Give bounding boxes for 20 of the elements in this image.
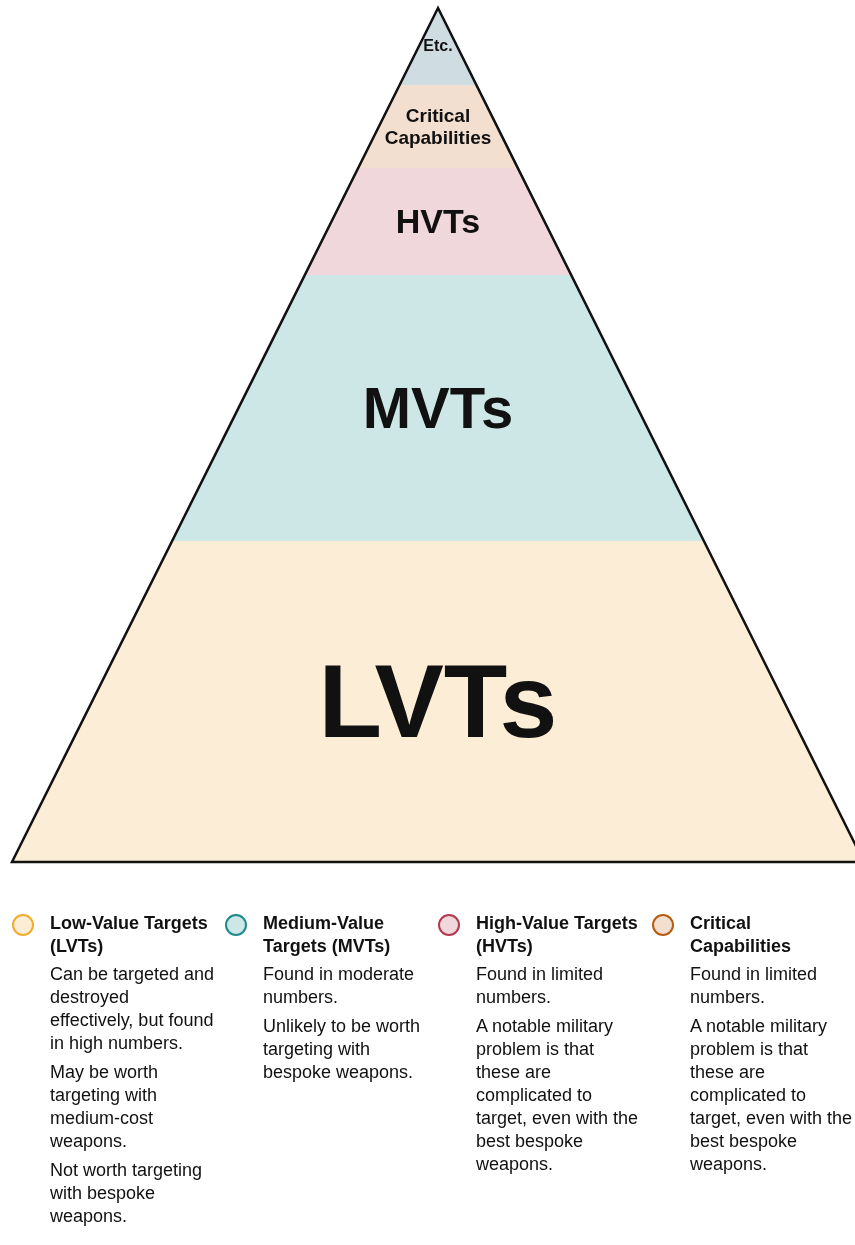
legend-description: Not worth targeting with bespoke weapons.: [50, 1159, 204, 1228]
legend-title: High-Value Targets (HVTs): [476, 912, 639, 958]
tier-label: HVTs: [395, 201, 481, 242]
legend-description: A notable military problem is that these are complicated to target, even with the best bespoke weapons.: [690, 1015, 854, 1176]
legend-title: Medium-Value Targets (MVTs): [263, 912, 392, 958]
legend-description: Found in limited numbers.: [476, 963, 605, 1009]
legend-description: Found in moderate numbers.: [263, 963, 416, 1009]
legend-description: Found in limited numbers.: [690, 963, 819, 1009]
legend-title: Critical Capabilities: [690, 912, 793, 958]
legend-description: May be worth targeting with medium-cost weapons.: [50, 1061, 160, 1153]
legend-title: Low-Value Targets (LVTs): [50, 912, 209, 958]
legend-description: Can be targeted and destroyed effectively, but found in high numbers.: [50, 963, 216, 1055]
pyramid-tier: [172, 275, 704, 541]
pyramid-tier: [12, 541, 855, 862]
legend-description: A notable military problem is that these are complicated to target, even with the best bespoke weapons.: [476, 1015, 640, 1176]
tier-label: Critical Capabilities: [383, 104, 493, 149]
tier-label: Etc.: [423, 37, 453, 56]
legend-description: Unlikely to be worth targeting with bespoke weapons.: [263, 1015, 422, 1084]
tier-label: LVTs: [318, 641, 558, 761]
tier-label: MVTs: [362, 374, 514, 442]
